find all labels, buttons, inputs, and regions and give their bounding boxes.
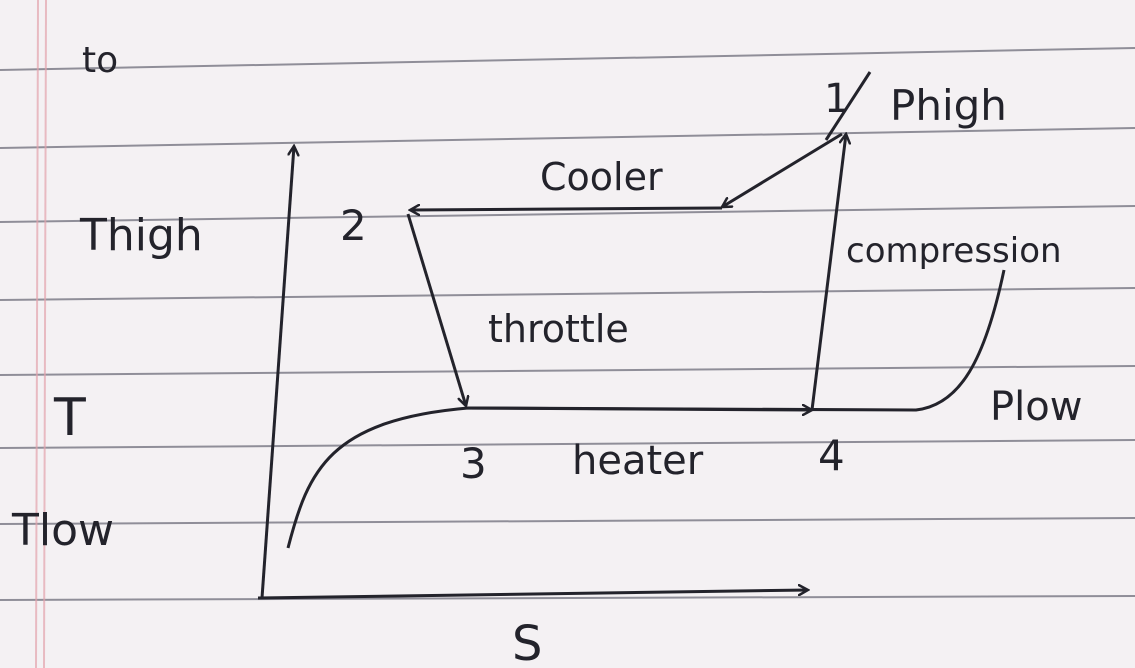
s-axis	[257, 590, 808, 600]
p-high-label: Phigh	[890, 81, 1007, 130]
throttle-arrow	[406, 213, 466, 406]
state-2-label: 2	[340, 201, 367, 250]
state-1-label: 1	[824, 76, 849, 122]
throttle-label: throttle	[488, 307, 629, 351]
state-4-label: 4	[818, 431, 845, 480]
cooler-process-arrow	[722, 132, 843, 207]
t-axis	[260, 146, 294, 599]
cooler-isobar-line	[410, 208, 723, 210]
heater-arrow	[469, 408, 812, 410]
t-low-label: Tlow	[11, 505, 114, 556]
p-high-tick	[824, 71, 872, 141]
t-high-label: Thigh	[79, 210, 203, 261]
compression-arrow	[810, 134, 846, 411]
p-low-label: Plow	[990, 384, 1082, 430]
cooler-label: Cooler	[540, 155, 663, 199]
compression-label: compression	[846, 231, 1062, 271]
s-axis-label: S	[512, 616, 542, 668]
t-axis-label: T	[53, 388, 86, 448]
corner-mark: to	[82, 40, 118, 81]
heater-label: heater	[572, 438, 704, 484]
ruled-lines	[0, 47, 1135, 601]
margin-lines	[35, 0, 47, 668]
state-3-label: 3	[460, 439, 487, 488]
